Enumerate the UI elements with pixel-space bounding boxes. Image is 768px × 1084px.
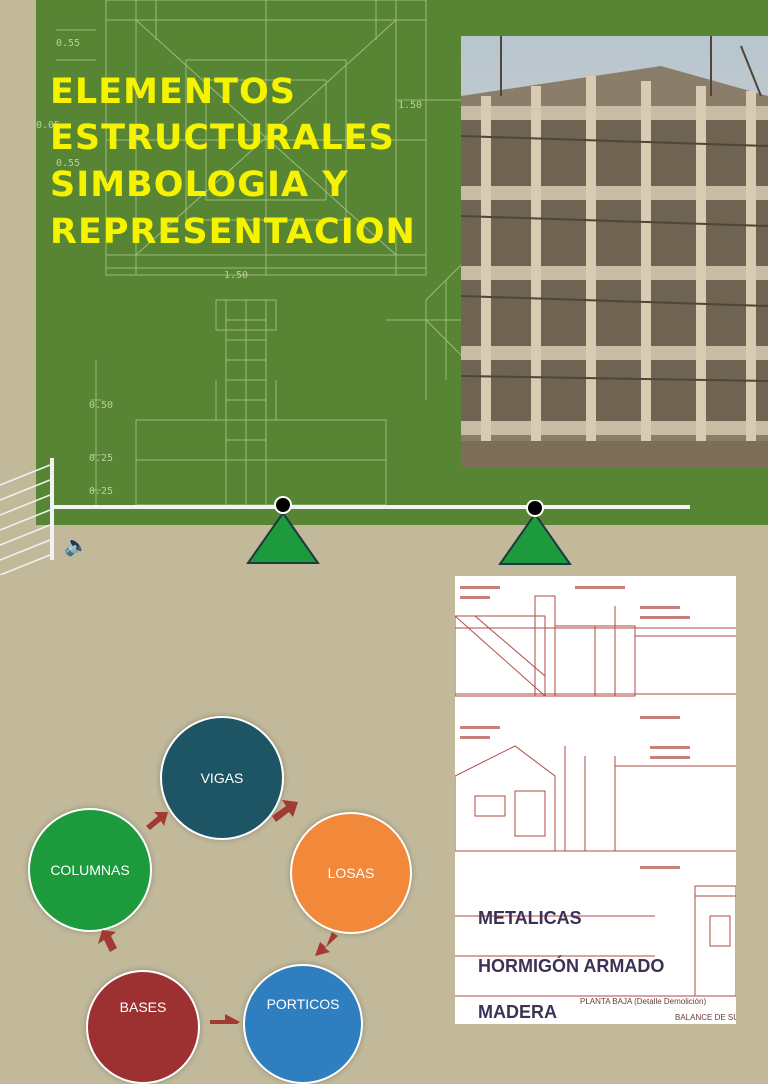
fixed-support-hatch (0, 464, 51, 575)
bases-label: BASES (119, 999, 167, 1015)
losas-label: LOSAS (327, 865, 375, 881)
construction-photo (461, 36, 768, 468)
losas-node: LOSAS (290, 812, 412, 934)
title-line-1: ELEMENTOS (50, 72, 296, 112)
arrow-losas-porticos (315, 932, 338, 956)
beam-line (52, 505, 690, 509)
type-hormigon-armado: HORMIGÓN ARMADO (478, 956, 665, 976)
title-line-2: ESTRUCTURALES (50, 118, 395, 158)
vigas-node: VIGAS (160, 716, 284, 840)
arrow-vigas-losas (272, 800, 298, 822)
vigas-label: VIGAS (200, 770, 244, 786)
type-madera: MADERA (478, 1002, 557, 1022)
arrow-bases-columnas (98, 930, 117, 952)
drawing-caption: PLANTA BAJA (Detalle Demolición) (580, 997, 706, 1006)
drawing-caption-2: BALANCE DE SU (675, 1013, 736, 1022)
dimension-label: 0.05 (36, 120, 61, 131)
dimension-label: 0.25 (89, 486, 114, 497)
arrow-columnas-vigas (146, 812, 168, 830)
dimension-label: 0.55 (56, 158, 81, 169)
dimension-label: 1.50 (224, 270, 249, 281)
pin-support-2 (498, 500, 572, 565)
cycle-arrows (98, 800, 338, 1024)
architectural-drawing-panel: PLANTA BAJA (Detalle Demolición) BALANCE… (455, 576, 736, 1024)
title-line-3: SIMBOLOGIA Y (50, 165, 349, 205)
columnas-label: COLUMNAS (50, 862, 130, 878)
dimension-label: 0.55 (56, 38, 81, 49)
pin-support-1 (246, 496, 320, 564)
architectural-section-drawing: PLANTA BAJA (Detalle Demolición) BALANCE… (455, 586, 736, 1022)
speaker-icon[interactable]: 🔈 (64, 535, 89, 557)
dimension-label: 0.25 (89, 453, 114, 464)
wall-support (50, 458, 54, 560)
arrow-porticos-bases (210, 1014, 240, 1024)
porticos-label: PORTICOS (266, 996, 340, 1012)
cycle-diagram: VIGAS LOSAS PORTICOS BASES COLUMNAS (0, 580, 440, 1084)
dimension-label: 0.50 (89, 400, 114, 411)
dimension-label: 1.50 (398, 100, 423, 111)
type-metalicas: METALICAS (478, 908, 582, 928)
building-skeleton-image (461, 36, 768, 468)
columnas-node: COLUMNAS (28, 808, 152, 932)
title-line-4: REPRESENTACION (50, 212, 416, 252)
blueprint-drawing (56, 0, 467, 506)
